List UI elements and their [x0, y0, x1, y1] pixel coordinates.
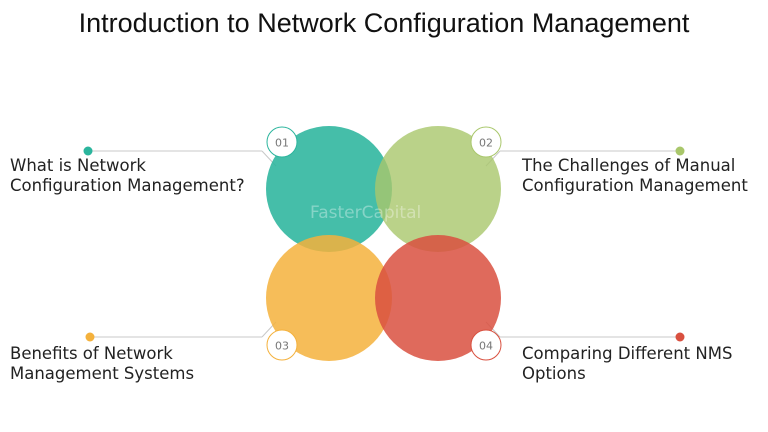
- circle-4: [375, 235, 501, 361]
- item-label-3-line-2: Management Systems: [10, 364, 195, 383]
- dot-3: [85, 332, 95, 342]
- circle-2: [375, 126, 501, 252]
- item-label-1: What is Network Configuration Management…: [10, 156, 245, 196]
- circle-1: [266, 126, 392, 252]
- badge-number-3: 03: [275, 340, 289, 353]
- number-badge-2: 02: [470, 126, 502, 158]
- item-label-1-line-1: What is Network: [10, 156, 146, 175]
- item-label-3: Benefits of Network Management Systems: [10, 344, 194, 384]
- number-badge-3: 03: [266, 329, 298, 361]
- dot-1: [83, 146, 93, 156]
- item-label-1-line-2: Configuration Management?: [10, 176, 245, 195]
- dot-2: [675, 146, 685, 156]
- item-label-2-line-2: Configuration Management: [522, 176, 748, 195]
- item-label-2: The Challenges of Manual Configuration M…: [522, 156, 748, 196]
- badge-number-1: 01: [275, 137, 289, 150]
- badge-number-4: 04: [479, 340, 493, 353]
- circle-3: [266, 235, 392, 361]
- diagram-title: Introduction to Network Configuration Ma…: [78, 8, 690, 38]
- item-label-4-line-1: Comparing Different NMS: [522, 344, 733, 363]
- number-badge-1: 01: [266, 126, 298, 158]
- badge-number-2: 02: [479, 137, 493, 150]
- item-label-4-line-2: Options: [522, 364, 586, 383]
- item-label-4: Comparing Different NMS Options: [522, 344, 732, 384]
- number-badge-4: 04: [470, 329, 502, 361]
- dot-4: [675, 332, 685, 342]
- watermark-text: FasterCapital: [310, 203, 422, 223]
- item-label-2-line-1: The Challenges of Manual: [522, 156, 736, 175]
- item-label-3-line-1: Benefits of Network: [10, 344, 173, 363]
